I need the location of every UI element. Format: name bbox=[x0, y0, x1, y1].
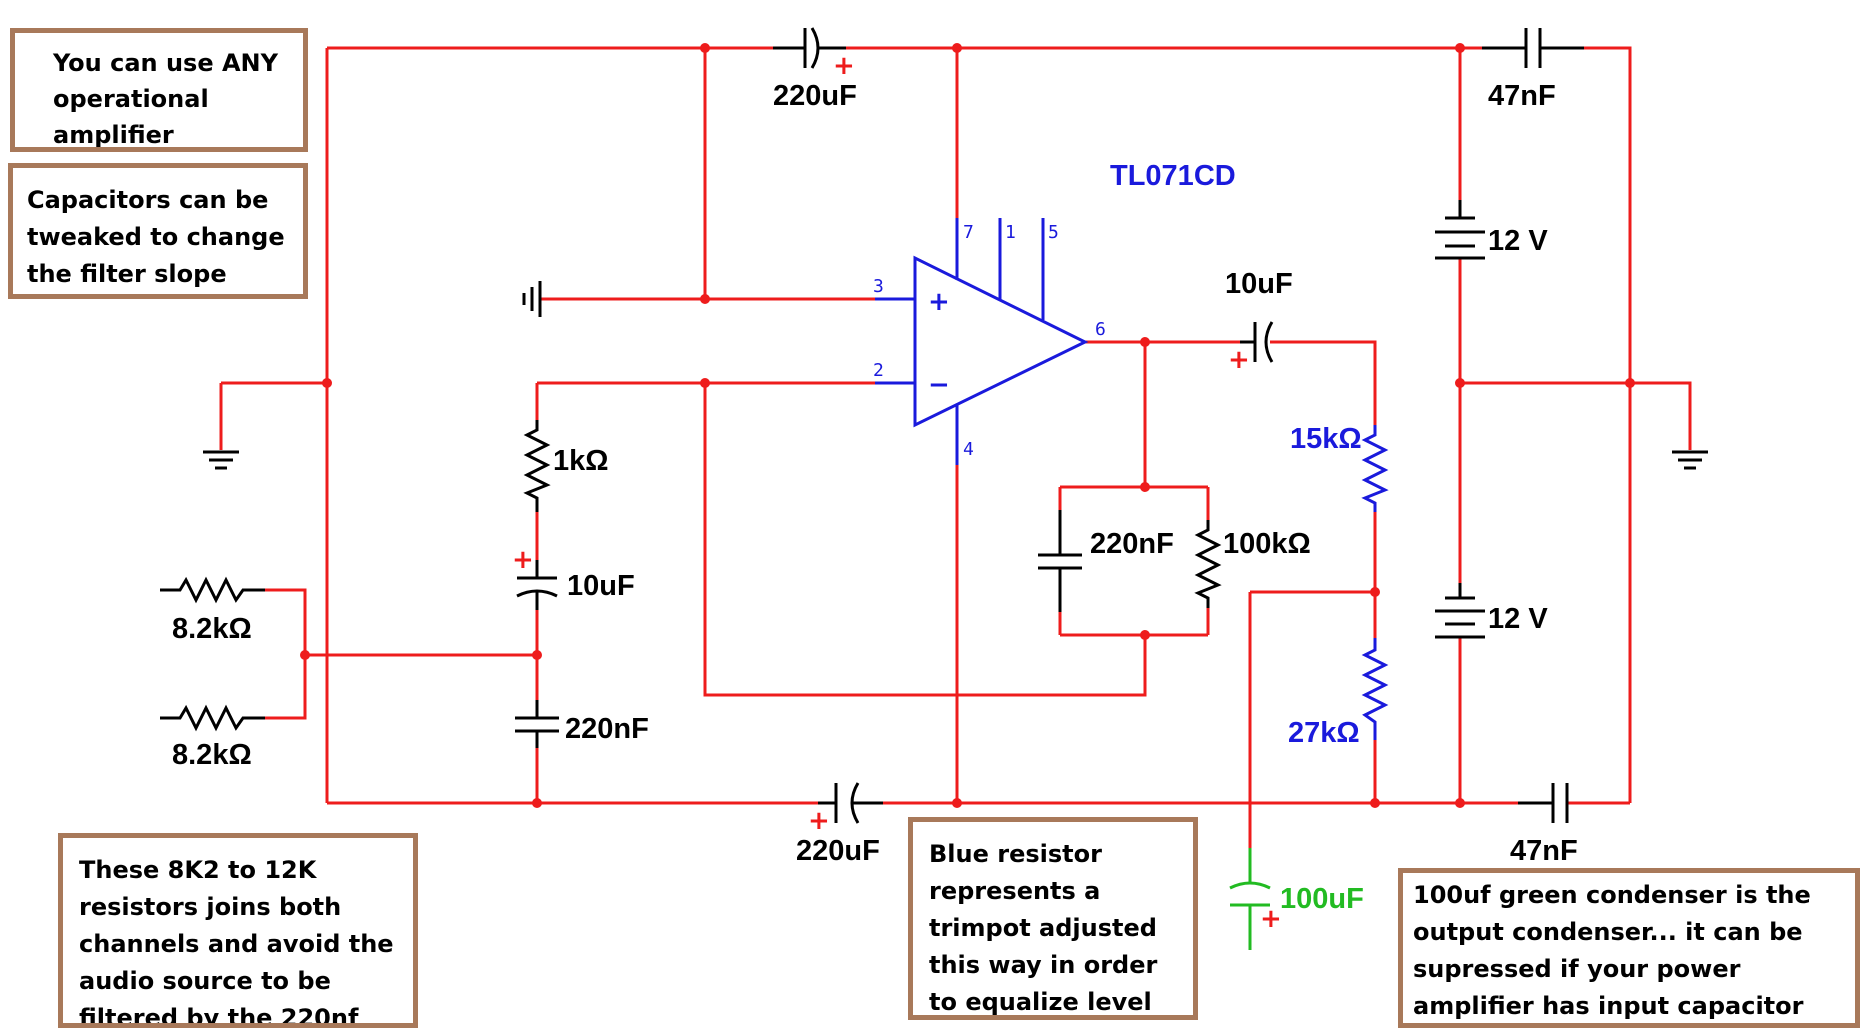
resistor-input-label: 1kΩ bbox=[553, 445, 609, 477]
plus-sign: + bbox=[928, 287, 950, 317]
minus-sign: − bbox=[928, 370, 950, 400]
pin-7: 7 bbox=[963, 222, 974, 243]
capacitor-top-right: 47nF bbox=[1482, 28, 1584, 112]
resistor-channel-1-label: 8.2kΩ bbox=[172, 613, 252, 645]
capacitor-bottom-right: 47nF bbox=[1510, 783, 1578, 867]
capacitor-output: + 10uF bbox=[1225, 268, 1293, 375]
capacitor-shunt: 220nF bbox=[515, 700, 649, 748]
opamp-label: TL071CD bbox=[1110, 160, 1236, 192]
capacitor-series-label: 10uF bbox=[567, 570, 635, 602]
capacitor-bottom-mid-label: 220uF bbox=[796, 835, 880, 867]
resistor-trim-top-label: 15kΩ bbox=[1290, 423, 1362, 455]
resistor-channel-1: 8.2kΩ bbox=[160, 576, 265, 645]
battery-bottom-label: 12 V bbox=[1488, 603, 1548, 635]
pin-4: 4 bbox=[963, 439, 974, 460]
pin-1: 1 bbox=[1005, 222, 1016, 243]
capacitor-feedback-label: 220nF bbox=[1090, 528, 1174, 560]
capacitor-shunt-label: 220nF bbox=[565, 713, 649, 745]
note-green-condenser: 100uf green condenser is the output cond… bbox=[1398, 868, 1860, 1028]
resistor-channel-2-label: 8.2kΩ bbox=[172, 739, 252, 771]
resistor-channel-2: 8.2kΩ bbox=[160, 704, 265, 771]
note-blue-resistor: Blue resistor represents a trimpot adjus… bbox=[908, 817, 1198, 1020]
capacitor-feedback: 220nF bbox=[1038, 510, 1174, 612]
resistor-input: 1kΩ bbox=[523, 420, 609, 512]
battery-bottom: 12 V bbox=[1435, 583, 1548, 639]
ground-symbol-input bbox=[522, 281, 542, 317]
capacitor-top-left-polarity: + bbox=[833, 51, 855, 81]
capacitor-series-polarity: + bbox=[512, 545, 534, 575]
resistor-feedback: 100kΩ bbox=[1194, 520, 1311, 608]
capacitor-output-label: 10uF bbox=[1225, 268, 1293, 300]
battery-top-label: 12 V bbox=[1488, 225, 1548, 257]
resistor-trim-top: 15kΩ bbox=[1290, 423, 1389, 512]
capacitor-output-polarity: + bbox=[1228, 345, 1250, 375]
capacitor-top-left-label: 220uF bbox=[773, 80, 857, 112]
capacitor-bottom-mid-polarity: + bbox=[808, 806, 830, 836]
pin-6: 6 bbox=[1095, 319, 1106, 340]
opamp: + − 7 1 5 3 2 6 4 TL071CD bbox=[873, 160, 1236, 465]
junction-dots bbox=[300, 43, 1635, 808]
pin-2: 2 bbox=[873, 360, 884, 381]
capacitor-bottom-mid: + 220uF bbox=[796, 782, 883, 867]
resistor-trim-bottom: 27kΩ bbox=[1288, 638, 1389, 749]
capacitor-output-green-polarity: + bbox=[1260, 904, 1282, 934]
resistor-feedback-label: 100kΩ bbox=[1223, 528, 1311, 560]
ground-symbol-left bbox=[203, 450, 239, 470]
pin-3: 3 bbox=[873, 276, 884, 297]
capacitor-top-right-label: 47nF bbox=[1488, 80, 1556, 112]
capacitor-series: + 10uF bbox=[512, 545, 635, 610]
resistor-trim-bottom-label: 27kΩ bbox=[1288, 717, 1360, 749]
ground-symbol-right bbox=[1672, 450, 1708, 470]
capacitor-output-green: + 100uF bbox=[1229, 848, 1364, 950]
battery-top: 12 V bbox=[1435, 200, 1548, 260]
note-any-opamp: You can use ANY operational amplifier bbox=[10, 28, 308, 152]
capacitor-output-green-label: 100uF bbox=[1280, 883, 1364, 915]
capacitor-top-left: + 220uF bbox=[773, 27, 857, 112]
note-resistors: These 8K2 to 12K resistors joins both ch… bbox=[58, 833, 418, 1028]
note-capacitors: Capacitors can be tweaked to change the … bbox=[8, 163, 308, 299]
capacitor-bottom-right-label: 47nF bbox=[1510, 835, 1578, 867]
pin-5: 5 bbox=[1048, 222, 1059, 243]
